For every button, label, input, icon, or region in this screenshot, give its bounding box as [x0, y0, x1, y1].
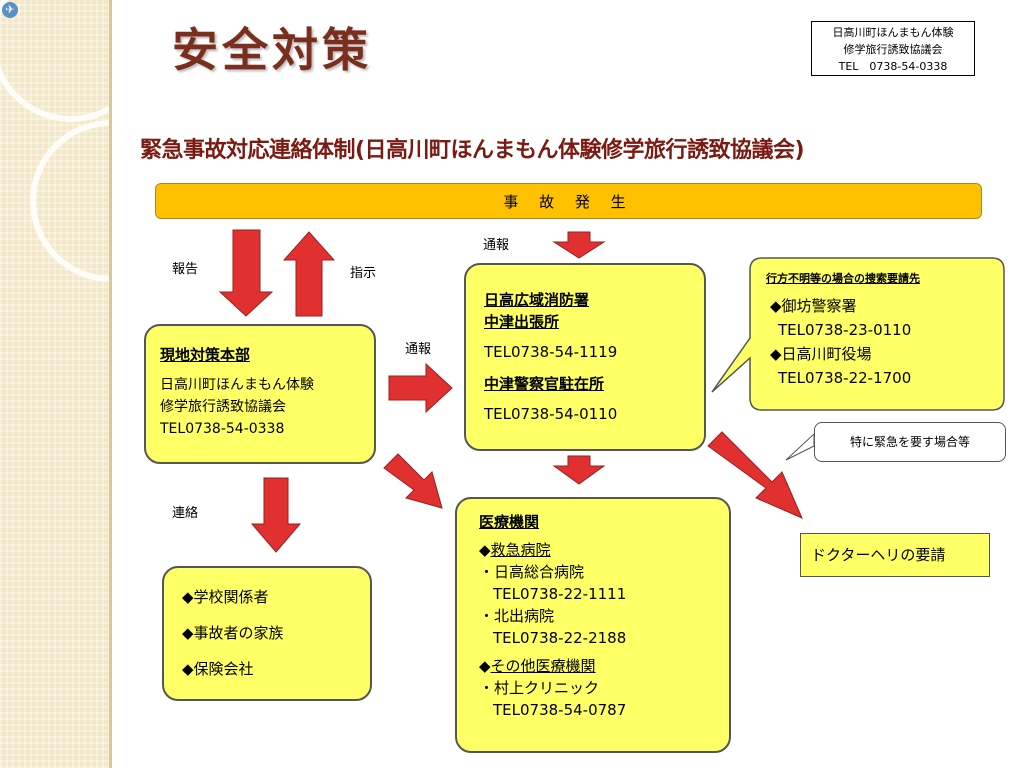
contacts-box: ◆学校関係者 ◆事故者の家族 ◆保険会社	[162, 566, 372, 701]
hq-line-2: 修学旅行誘致協議会	[160, 399, 286, 415]
app-logo-icon: ✈	[2, 2, 18, 18]
hq-line-1: 日高川町ほんまもん体験	[160, 377, 314, 393]
fire-title-1: 日高広域消防署	[484, 291, 590, 309]
fire-title-2: 中津出張所	[484, 313, 560, 331]
urgent-note-pointer	[785, 432, 815, 461]
hq-box: 現地対策本部 日高川町ほんまもん体験 修学旅行誘致協議会 TEL0738-54-…	[144, 324, 376, 464]
contact-arrow	[250, 477, 302, 553]
search-item-2: ◆日高川町役場	[770, 345, 872, 363]
emergency-hospitals-heading: ◆救急病院	[479, 539, 729, 561]
info-line-3: TEL 0738-54-0338	[838, 60, 948, 73]
contact-item-school: ◆学校関係者	[182, 588, 269, 606]
sidebar-edge	[109, 0, 112, 768]
hospital-2: ・北出病院	[479, 607, 555, 625]
fire-station-box: 日高広域消防署 中津出張所 TEL0738-54-1119 中津警察官駐在所 T…	[464, 263, 706, 451]
hospital-1: ・日高総合病院	[479, 563, 585, 581]
search-callout: 行方不明等の場合の捜索要請先 ◆御坊警察署 TEL0738-23-0110 ◆日…	[758, 270, 998, 390]
label-contact: 連絡	[172, 506, 199, 521]
page-subtitle: 緊急事故対応連絡体制(日高川町ほんまもん体験修学旅行誘致協議会)	[140, 138, 805, 163]
label-notify-mid: 通報	[405, 342, 432, 357]
label-report: 報告	[172, 262, 199, 277]
clinic-1-tel: TEL0738-54-0787	[493, 701, 627, 719]
label-notify-top: 通報	[483, 238, 510, 253]
doctor-heli-box: ドクターヘリの要請	[800, 533, 990, 577]
other-medical-heading: ◆その他医療機関	[479, 655, 729, 677]
hospital-1-tel: TEL0738-22-1111	[493, 585, 627, 603]
search-callout-title: 行方不明等の場合の捜索要請先	[766, 272, 920, 285]
hq-to-medical-arrow	[383, 453, 443, 509]
info-line-1: 日高川町ほんまもん体験	[832, 26, 954, 39]
page-title: 安全対策	[172, 23, 372, 77]
hospital-2-tel: TEL0738-22-2188	[493, 629, 627, 647]
emergency-prefix: ◆	[479, 541, 491, 559]
fire-to-heli-arrow	[707, 431, 803, 519]
notify-down-arrow	[552, 231, 606, 259]
emergency-label: 救急病院	[490, 541, 551, 559]
police-post-title: 中津警察官駐在所	[484, 375, 605, 393]
search-item-1: ◆御坊警察署	[770, 297, 857, 315]
info-line-2: 修学旅行誘致協議会	[843, 43, 943, 56]
search-tel-2: TEL0738-22-1700	[778, 369, 912, 387]
fire-to-medical-arrow	[552, 455, 606, 485]
report-arrow	[218, 229, 274, 317]
decorative-circle	[0, 0, 152, 122]
contact-item-family: ◆事故者の家族	[182, 624, 284, 642]
contact-info-box: 日高川町ほんまもん体験 修学旅行誘致協議会 TEL 0738-54-0338	[811, 21, 975, 76]
notify-right-arrow	[388, 362, 453, 414]
other-label: その他医療機関	[490, 657, 596, 675]
medical-title: 医療機関	[479, 513, 540, 531]
police-post-tel: TEL0738-54-0110	[484, 405, 618, 423]
decorative-sidebar	[0, 0, 192, 768]
medical-box: 医療機関 ◆救急病院 ・日高総合病院 TEL0738-22-1111 ・北出病院…	[455, 497, 731, 753]
fire-tel: TEL0738-54-1119	[484, 343, 618, 361]
search-callout-bubble	[711, 257, 1005, 411]
hq-tel: TEL0738-54-0338	[160, 421, 285, 437]
other-prefix: ◆	[479, 657, 491, 675]
clinic-1: ・村上クリニック	[479, 679, 600, 697]
contact-item-insurance: ◆保険会社	[182, 660, 254, 678]
search-tel-1: TEL0738-23-0110	[778, 321, 912, 339]
hq-title: 現地対策本部	[160, 346, 251, 364]
incident-banner: 事 故 発 生	[155, 183, 982, 219]
label-instruct: 指示	[350, 266, 377, 281]
urgent-note: 特に緊急を要す場合等	[814, 422, 1006, 462]
instruct-arrow	[282, 231, 336, 317]
